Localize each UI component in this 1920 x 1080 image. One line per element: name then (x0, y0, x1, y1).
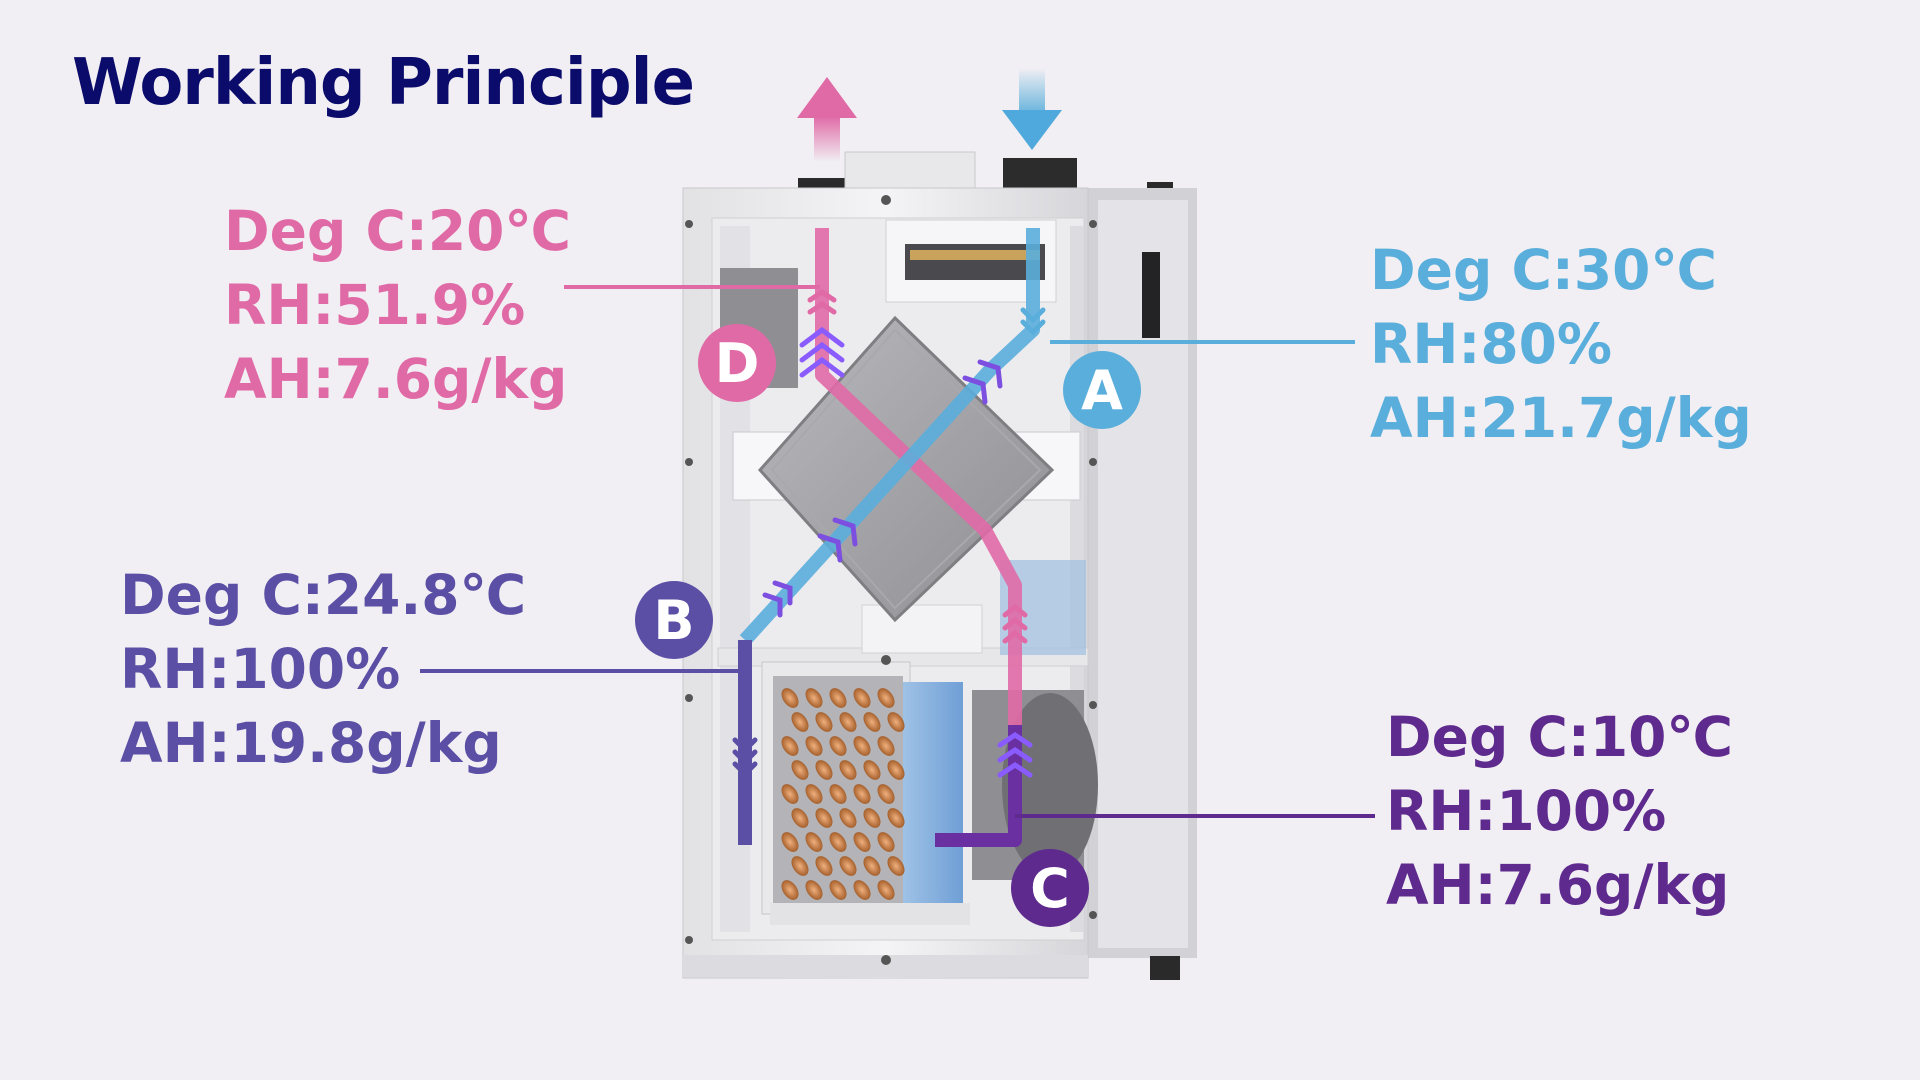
readout-point-b: Deg C:24.8℃ RH:100% AH:19.8g/kg (120, 558, 526, 780)
marker-a-label: A (1081, 359, 1123, 422)
marker-a: A (1063, 351, 1141, 429)
coil-tube (863, 856, 881, 876)
readout-point-a: Deg C:30℃ RH:80% AH:21.7g/kg (1370, 233, 1752, 455)
coil-tube (887, 808, 905, 828)
coil-tube (839, 856, 857, 876)
coil-tube (853, 784, 871, 804)
coil-tube (815, 760, 833, 780)
point-a-absolute-humidity: AH:21.7g/kg (1370, 386, 1752, 450)
coil-tube (839, 808, 857, 828)
coil-tube (805, 880, 823, 900)
readout-point-c: Deg C:10℃ RH:100% AH:7.6g/kg (1386, 700, 1733, 922)
marker-d: D (698, 324, 776, 402)
coil-tube (829, 736, 847, 756)
point-d-absolute-humidity: AH:7.6g/kg (224, 347, 568, 411)
readout-point-d: Deg C:20℃ RH:51.9% AH:7.6g/kg (224, 194, 571, 416)
coil-tube (791, 712, 809, 732)
coil-tube (839, 760, 857, 780)
coil-tube (815, 712, 833, 732)
coil-tube (791, 856, 809, 876)
coil-tube (829, 880, 847, 900)
coil-tube (829, 832, 847, 852)
coil-tube (791, 808, 809, 828)
point-b-relative-humidity: RH:100% (120, 637, 401, 701)
marker-b-label: B (653, 589, 694, 652)
marker-b: B (635, 581, 713, 659)
copper-coil (781, 688, 905, 900)
point-a-temperature: Deg C:30℃ (1370, 238, 1717, 302)
coil-tube (853, 880, 871, 900)
coil-tube (877, 880, 895, 900)
coil-tube (805, 832, 823, 852)
coil-tube (829, 784, 847, 804)
coil-tube (887, 856, 905, 876)
coil-tube (877, 784, 895, 804)
coil-tube (781, 736, 799, 756)
coil-tube (853, 832, 871, 852)
marker-d-label: D (715, 332, 760, 395)
coil-tube (887, 760, 905, 780)
leader-lines (420, 285, 1375, 818)
coil-tube (853, 688, 871, 708)
coil-tube (829, 688, 847, 708)
coil-tube (815, 808, 833, 828)
cabinet-screws (685, 195, 1097, 965)
point-c-absolute-humidity: AH:7.6g/kg (1386, 853, 1730, 917)
arrow-up-icon (797, 77, 857, 162)
coil-tube (815, 856, 833, 876)
coil-tube (791, 760, 809, 780)
coil-tube (887, 712, 905, 732)
marker-c-label: C (1030, 857, 1070, 920)
coil-tube (781, 880, 799, 900)
point-b-absolute-humidity: AH:19.8g/kg (120, 711, 502, 775)
arrow-down-icon (1002, 68, 1062, 150)
flow-chevrons (732, 288, 1046, 778)
coil-tube (805, 688, 823, 708)
coil-tube (863, 760, 881, 780)
coil-tube (877, 736, 895, 756)
page-title: Working Principle (72, 46, 695, 120)
coil-tube (781, 784, 799, 804)
coil-tube (781, 832, 799, 852)
coil-tube (839, 712, 857, 732)
coil-tube (805, 784, 823, 804)
coil-tube (863, 808, 881, 828)
coil-tube (863, 712, 881, 732)
point-d-relative-humidity: RH:51.9% (224, 273, 526, 337)
point-b-temperature: Deg C:24.8℃ (120, 563, 527, 627)
point-a-relative-humidity: RH:80% (1370, 312, 1613, 376)
coil-tube (853, 736, 871, 756)
point-c-relative-humidity: RH:100% (1386, 779, 1667, 843)
coil-tube (877, 688, 895, 708)
point-d-temperature: Deg C:20℃ (224, 199, 571, 263)
coil-tube (877, 832, 895, 852)
cabinet (682, 187, 1197, 980)
point-c-temperature: Deg C:10℃ (1386, 705, 1733, 769)
marker-c: C (1011, 849, 1089, 927)
coil-tube (805, 736, 823, 756)
airflow-paths (738, 228, 1040, 847)
coil-tube (781, 688, 799, 708)
